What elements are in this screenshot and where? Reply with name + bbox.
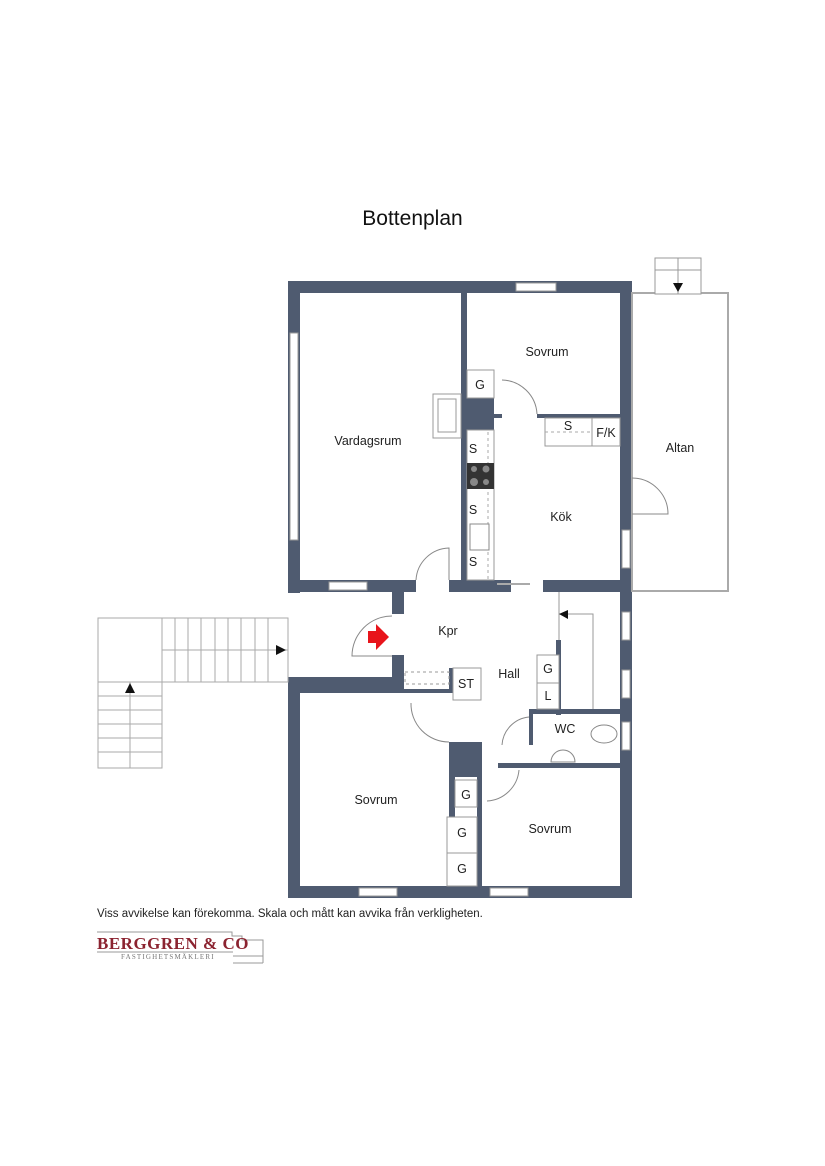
fixture-label: F/K bbox=[596, 426, 616, 440]
entrance-stairs bbox=[97, 617, 289, 769]
sink-icon bbox=[469, 523, 490, 551]
logo-name: BERGGREN & CO bbox=[97, 934, 249, 953]
door-swing bbox=[631, 477, 669, 515]
logo-subtitle: FASTIGHETSMÄKLERI bbox=[121, 953, 215, 961]
fixture-label: S bbox=[564, 419, 572, 433]
arrow-down-icon bbox=[673, 283, 683, 292]
plan-title: Bottenplan bbox=[362, 207, 463, 230]
fixture-label: S bbox=[469, 555, 477, 569]
fixture-label: ST bbox=[458, 677, 474, 691]
brand-logo: BERGGREN & CO FASTIGHETSMÄKLERI bbox=[97, 930, 277, 968]
fixture-label: S bbox=[469, 503, 477, 517]
fixture-label: S bbox=[469, 442, 477, 456]
washbasin-icon bbox=[550, 749, 576, 763]
interior-stair bbox=[559, 613, 594, 709]
disclaimer-text: Viss avvikelse kan förekomma. Skala och … bbox=[97, 908, 483, 920]
fixture-label: G bbox=[461, 788, 471, 802]
fixture-label: L bbox=[545, 689, 552, 703]
fixture-label: G bbox=[457, 826, 467, 840]
door-swing bbox=[501, 379, 538, 415]
room-label-sovrum: Sovrum bbox=[354, 793, 397, 807]
kitchen-counter bbox=[432, 369, 621, 581]
closets bbox=[404, 654, 560, 887]
windows bbox=[289, 282, 631, 897]
fixture-label: G bbox=[475, 378, 485, 392]
room-label-vardagsrum: Vardagsrum bbox=[334, 434, 401, 448]
fixture-label: G bbox=[543, 662, 553, 676]
door-swing bbox=[501, 716, 530, 746]
arrow-left-icon bbox=[559, 610, 568, 619]
room-label-sovrum: Sovrum bbox=[525, 345, 568, 359]
room-label-wc: WC bbox=[555, 722, 576, 736]
fixture-label: G bbox=[457, 862, 467, 876]
logo-frame-icon bbox=[97, 931, 264, 964]
room-label-hall: Hall bbox=[498, 667, 520, 681]
door-swing bbox=[415, 547, 450, 581]
room-label-kpr: Kpr bbox=[438, 624, 457, 638]
toilet-icon bbox=[590, 724, 618, 744]
stove-icon bbox=[467, 463, 494, 489]
arrow-right-icon bbox=[276, 645, 286, 655]
door-swing bbox=[486, 769, 520, 802]
entrance-arrow-icon bbox=[368, 624, 389, 650]
door-swing bbox=[410, 702, 450, 743]
room-label-altan: Altan bbox=[666, 441, 695, 455]
room-label-kok: Kök bbox=[550, 510, 572, 524]
arrow-up-icon bbox=[125, 683, 135, 693]
entrance-door-swing bbox=[351, 615, 393, 657]
room-label-sovrum: Sovrum bbox=[528, 822, 571, 836]
